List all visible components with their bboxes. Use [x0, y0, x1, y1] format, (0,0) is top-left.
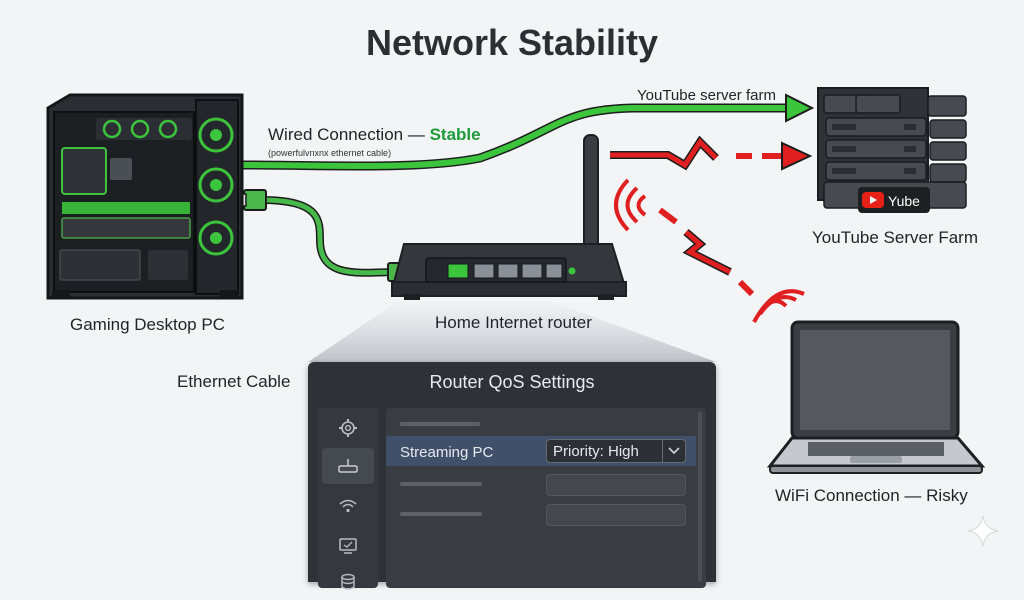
youtube-server-farm: Yube — [817, 87, 967, 213]
network-diagram: Yube — [46, 87, 986, 474]
sidebar-router[interactable] — [322, 448, 374, 484]
placeholder-line — [400, 512, 482, 516]
ethernet-cable-label: Ethernet Cable — [177, 372, 291, 391]
qos-sidebar — [318, 408, 378, 590]
display-icon — [339, 538, 357, 554]
gaming-pc-tower — [46, 93, 244, 300]
sidebar-display[interactable] — [322, 528, 374, 564]
chevron-down-icon — [662, 440, 685, 462]
sidebar-database[interactable] — [322, 564, 374, 600]
wired-cable-note: (powerfulvnxnx ethernet cable) — [268, 148, 392, 158]
ethernet-cable — [235, 189, 425, 282]
qos-field-empty[interactable] — [546, 474, 686, 496]
priority-select[interactable]: Priority: High — [546, 439, 686, 463]
qos-scrollbar[interactable] — [698, 412, 702, 582]
router-icon — [338, 459, 358, 473]
qos-main-content: Streaming PC Priority: High — [386, 408, 706, 588]
router-qos-panel: Router QoS Settings — [308, 362, 716, 590]
wifi-connection-label: WiFi Connection — Risky — [775, 486, 968, 505]
priority-select-value: Priority: High — [553, 443, 639, 460]
qos-row-label: Streaming PC — [400, 444, 494, 461]
gaming-pc-label: Gaming Desktop PC — [70, 315, 225, 334]
youtube-logo-text: Yube — [888, 193, 920, 209]
wired-connection-arrow — [237, 93, 815, 171]
youtube-arrow-label: YouTube server farm — [637, 87, 776, 104]
wired-connection-label: Wired Connection — Stable — [268, 125, 481, 144]
gear-icon — [339, 419, 357, 437]
sparkle-icon — [967, 515, 999, 547]
laptop — [766, 320, 986, 474]
router-label: Home Internet router — [435, 313, 592, 332]
home-router — [390, 134, 628, 300]
qos-panel-title: Router QoS Settings — [429, 372, 595, 392]
sidebar-settings[interactable] — [322, 410, 374, 446]
database-icon — [341, 573, 355, 590]
placeholder-line — [400, 482, 482, 486]
wired-status-label: Stable — [429, 125, 481, 144]
sidebar-wifi[interactable] — [322, 488, 374, 524]
wireless-risky-arrow-laptop — [614, 178, 805, 323]
qos-field-empty[interactable] — [546, 504, 686, 526]
placeholder-line — [400, 422, 480, 426]
wifi-icon — [339, 499, 357, 513]
wireless-risky-arrow-youtube — [610, 135, 813, 171]
panel-spotlight — [308, 300, 716, 362]
page-title: Network Stability — [365, 22, 659, 63]
youtube-farm-label: YouTube Server Farm — [812, 228, 978, 247]
